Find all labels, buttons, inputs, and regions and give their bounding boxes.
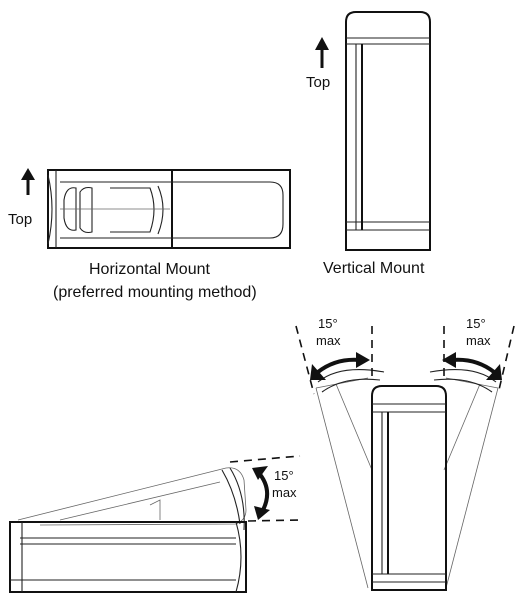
- tilt-arrow-icon: [310, 352, 370, 380]
- left-tilt-limit-outer: [295, 325, 315, 395]
- tilt-arrow-icon: [442, 352, 502, 380]
- horizontal-device-grip-3: [110, 187, 155, 233]
- horizontal-device-inner-outline: [60, 181, 284, 239]
- horizontal-device-grip-2: [79, 186, 93, 234]
- vertical-mount-group: Top Vertical Mount: [306, 11, 431, 277]
- horizontal-tilt-device: [9, 521, 247, 593]
- horizontal-tilt-limit-line-bottom: [247, 519, 301, 522]
- up-arrow-icon: [21, 168, 35, 195]
- horizontal-tilt-limit-line-top: [229, 455, 301, 463]
- vertical-mount-label: Vertical Mount: [323, 260, 425, 277]
- right-tilt-limit-outer: [497, 325, 515, 395]
- tilt-max-label-left: max: [316, 333, 341, 348]
- top-label-vertical: Top: [306, 74, 330, 91]
- tilt-max-label-horizontal: max: [272, 485, 297, 500]
- horizontal-device-cap: [47, 174, 53, 245]
- tilt-arrow-icon: [252, 466, 270, 520]
- horizontal-mount-label: Horizontal Mount: [89, 261, 211, 278]
- tilt-max-label-right: max: [466, 333, 491, 348]
- horizontal-device-body: [47, 169, 291, 249]
- tilt-angle-label-horizontal: 15°: [274, 468, 294, 483]
- preferred-method-note: (preferred mounting method): [53, 284, 257, 301]
- horizontal-mount-group: Top Horizontal Mount (preferred mounting…: [8, 168, 291, 301]
- up-arrow-icon: [315, 37, 329, 68]
- horizontal-tilt-group: 15° max: [9, 455, 301, 593]
- vertical-tilt-device: [371, 385, 447, 591]
- vertical-tilt-group: 15° max 15° max: [295, 316, 515, 591]
- tilt-angle-label-left: 15°: [318, 316, 338, 331]
- horizontal-tilt-ghost: [17, 467, 247, 526]
- horizontal-device-grip-1: [63, 187, 77, 231]
- tilt-angle-label-right: 15°: [466, 316, 486, 331]
- vertical-device-body: [345, 11, 431, 251]
- top-label-horizontal: Top: [8, 211, 32, 228]
